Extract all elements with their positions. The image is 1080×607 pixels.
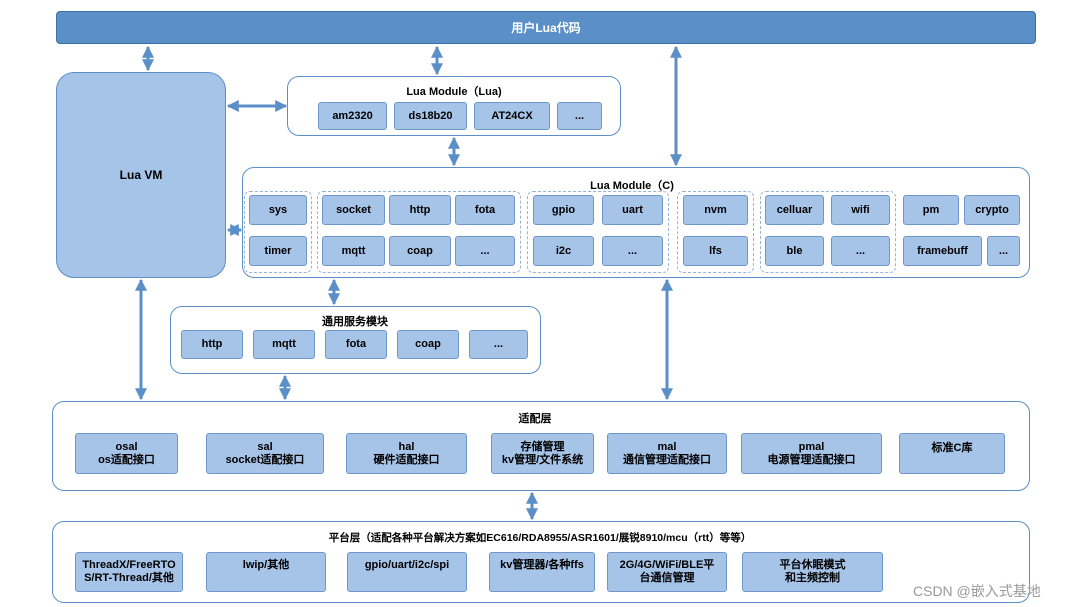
module-lfs: lfs (683, 236, 748, 266)
module-http: http (389, 195, 451, 225)
adapter-layer-title: 适配层 (518, 413, 552, 425)
platform-lwip: lwip/其他 (206, 552, 326, 592)
module-socket: socket (322, 195, 385, 225)
platform-rtos: ThreadX/FreeRTO S/RT-Thread/其他 (75, 552, 183, 592)
module-framebuff: framebuff (903, 236, 982, 266)
platform-rtos-line2: S/RT-Thread/其他 (84, 572, 174, 584)
lua-vm-block: Lua VM (56, 72, 226, 278)
module-am2320: am2320 (318, 102, 387, 130)
module-uart: uart (602, 195, 663, 225)
platform-lwip-line1: lwip/其他 (242, 559, 290, 571)
platform-comm: 2G/4G/WiFi/BLE平 台通信管理 (607, 552, 727, 592)
adapter-mal-desc: 通信管理适配接口 (623, 453, 711, 466)
module-more-comm: ... (831, 236, 890, 266)
adapter-storage-name: 存储管理 (520, 440, 565, 453)
platform-power-line2: 和主频控制 (785, 572, 840, 584)
module-at24cx: AT24CX (474, 102, 550, 130)
lua-module-lua-title: Lua Module（Lua) (406, 86, 502, 98)
group-storage (677, 191, 754, 273)
group-peripheral (527, 191, 669, 273)
adapter-storage: 存储管理 kv管理/文件系统 (491, 433, 594, 474)
platform-layer-title: 平台层（适配各种平台解决方案如EC616/RDA8955/ASR1601/展锐8… (328, 532, 752, 544)
group-network (317, 191, 521, 273)
platform-kv: kv管理器/各种ffs (489, 552, 595, 592)
module-pm: pm (903, 195, 959, 225)
module-crypto: crypto (964, 195, 1020, 225)
module-i2c: i2c (533, 236, 594, 266)
adapter-hal-desc: 硬件适配接口 (373, 453, 440, 466)
module-more-peripheral: ... (602, 236, 663, 266)
service-http: http (181, 330, 243, 359)
user-lua-code-bar: 用户Lua代码 (56, 11, 1036, 44)
adapter-sal-name: sal (257, 440, 273, 453)
adapter-mal-name: mal (657, 440, 677, 453)
adapter-osal-desc: os适配接口 (98, 453, 155, 466)
module-fota: fota (455, 195, 515, 225)
adapter-libc: 标准C库 (899, 433, 1005, 474)
module-ble: ble (765, 236, 824, 266)
module-mqtt: mqtt (322, 236, 385, 266)
csdn-watermark: CSDN @嵌入式基地 (913, 583, 1041, 599)
module-sys: sys (249, 195, 307, 225)
adapter-storage-desc: kv管理/文件系统 (501, 453, 584, 466)
module-coap: coap (389, 236, 451, 266)
platform-gpio-line1: gpio/uart/i2c/spi (364, 559, 450, 571)
adapter-pmal-name: pmal (798, 440, 825, 453)
module-gpio: gpio (533, 195, 594, 225)
common-services-title: 通用服务模块 (322, 316, 388, 328)
adapter-osal: osal os适配接口 (75, 433, 178, 474)
adapter-pmal-desc: 电源管理适配接口 (767, 453, 856, 466)
platform-power: 平台休眠模式 和主频控制 (742, 552, 883, 592)
adapter-hal: hal 硬件适配接口 (346, 433, 467, 474)
module-celluar: celluar (765, 195, 824, 225)
service-fota: fota (325, 330, 387, 359)
module-more-network: ... (455, 236, 515, 266)
service-coap: coap (397, 330, 459, 359)
adapter-hal-name: hal (398, 440, 415, 453)
module-wifi: wifi (831, 195, 890, 225)
module-timer: timer (249, 236, 307, 266)
adapter-mal: mal 通信管理适配接口 (607, 433, 727, 474)
module-more-misc: ... (987, 236, 1020, 266)
adapter-sal: sal socket适配接口 (206, 433, 324, 474)
service-mqtt: mqtt (253, 330, 315, 359)
module-nvm: nvm (683, 195, 748, 225)
platform-power-line1: 平台休眠模式 (779, 559, 846, 571)
service-more: ... (469, 330, 528, 359)
adapter-libc-name: 标准C库 (931, 442, 973, 454)
lua-module-c-title: Lua Module（C) (590, 180, 674, 192)
platform-gpio: gpio/uart/i2c/spi (347, 552, 467, 592)
platform-comm-line2: 台通信管理 (639, 572, 695, 584)
adapter-sal-desc: socket适配接口 (225, 453, 305, 466)
group-comm (760, 191, 896, 273)
platform-kv-line1: kv管理器/各种ffs (500, 559, 584, 571)
adapter-pmal: pmal 电源管理适配接口 (741, 433, 882, 474)
platform-comm-line1: 2G/4G/WiFi/BLE平 (619, 559, 715, 571)
module-more: ... (557, 102, 602, 130)
module-ds18b20: ds18b20 (394, 102, 467, 130)
platform-rtos-line1: ThreadX/FreeRTO (82, 559, 176, 571)
adapter-osal-name: osal (115, 440, 138, 453)
group-sys (244, 191, 312, 273)
